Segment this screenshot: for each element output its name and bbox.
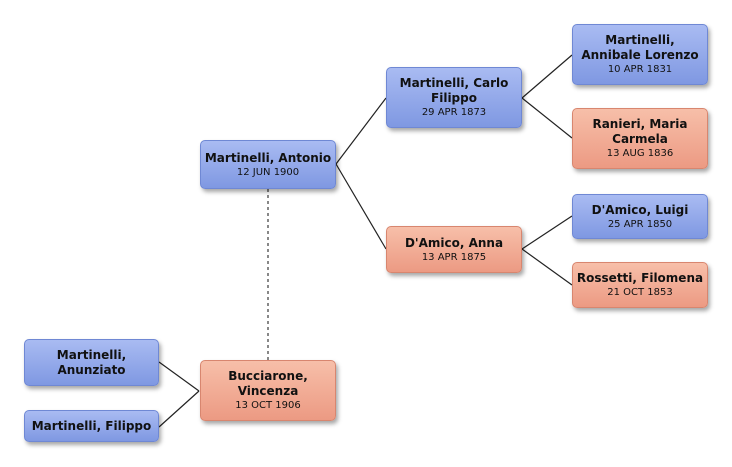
connector-anna-luigi <box>521 215 573 250</box>
person-name: D'Amico, Anna <box>404 235 504 250</box>
person-name: Martinelli, Antonio <box>204 150 332 165</box>
connector-vincenza-anunziato <box>158 361 200 392</box>
person-name: Bucciarone, Vincenza <box>228 369 308 398</box>
person-name: Ranieri, Maria Carmela <box>592 117 688 146</box>
person-date: 12 JUN 1900 <box>236 166 300 178</box>
person-date: 10 APR 1831 <box>607 64 673 75</box>
person-name: Martinelli, Anunziato <box>56 347 127 377</box>
person-node-luigi[interactable]: D'Amico, Luigi 25 APR 1850 <box>572 194 708 239</box>
person-node-anunziato[interactable]: Martinelli, Anunziato <box>24 339 159 386</box>
person-date: 13 APR 1875 <box>421 251 487 263</box>
person-node-filomena[interactable]: Rossetti, Filomena 21 OCT 1853 <box>572 262 708 308</box>
person-name: Rossetti, Filomena <box>576 271 704 285</box>
person-node-vincenza[interactable]: Bucciarone, Vincenza 13 OCT 1906 <box>200 360 336 421</box>
person-node-maria[interactable]: Ranieri, Maria Carmela 13 AUG 1836 <box>572 108 708 169</box>
connector-carlo-annibale <box>521 54 573 99</box>
person-node-anna[interactable]: D'Amico, Anna 13 APR 1875 <box>386 226 522 273</box>
person-date: 13 OCT 1906 <box>235 400 301 411</box>
connector-vincenza-filippo <box>158 390 200 428</box>
connector-antonio-carlo <box>335 97 387 165</box>
person-node-filippo[interactable]: Martinelli, Filippo <box>24 410 159 442</box>
person-date: 21 OCT 1853 <box>607 287 673 298</box>
person-name: Martinelli, Carlo Filippo <box>399 76 509 105</box>
person-name: D'Amico, Luigi <box>591 202 689 217</box>
connector-anna-filomena <box>521 248 573 286</box>
person-name: Martinelli, Filippo <box>31 418 152 433</box>
person-node-antonio[interactable]: Martinelli, Antonio 12 JUN 1900 <box>200 140 336 189</box>
person-date: 25 APR 1850 <box>607 218 673 230</box>
person-date: 29 APR 1873 <box>421 107 487 118</box>
person-node-annibale[interactable]: Martinelli, Annibale Lorenzo 10 APR 1831 <box>572 24 708 85</box>
connector-carlo-maria <box>521 97 573 139</box>
connector-antonio-anna <box>335 163 387 250</box>
person-name: Martinelli, Annibale Lorenzo <box>581 33 699 62</box>
person-node-carlo[interactable]: Martinelli, Carlo Filippo 29 APR 1873 <box>386 67 522 128</box>
person-date: 13 AUG 1836 <box>606 148 674 159</box>
